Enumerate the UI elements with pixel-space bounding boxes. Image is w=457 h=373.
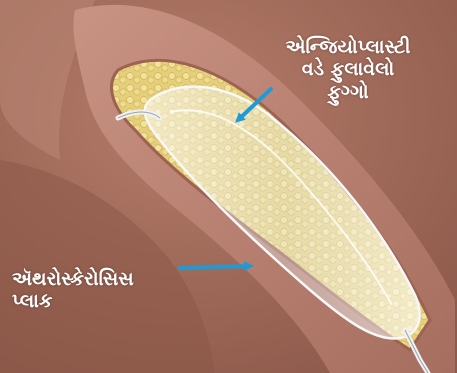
plaque-pointer-arrow: [178, 266, 250, 268]
plaque-label-line1: ઍથરોસ્કેરોસિસ: [12, 268, 134, 290]
plaque-label-line2: પ્લાક: [12, 290, 134, 312]
balloon-label-line1: એન્જિયોપ્લાસ્ટી: [258, 36, 438, 58]
plaque-label: ઍથરોસ્કેરોસિસ પ્લાક: [12, 268, 134, 313]
balloon-label: એન્જિયોપ્લાસ્ટી વડે ફુલાવેલો ફુગ્ગો: [258, 36, 438, 103]
balloon-label-line2: વડે ફુલાવેલો: [258, 58, 438, 80]
balloon-label-line3: ફુગ્ગો: [258, 81, 438, 103]
